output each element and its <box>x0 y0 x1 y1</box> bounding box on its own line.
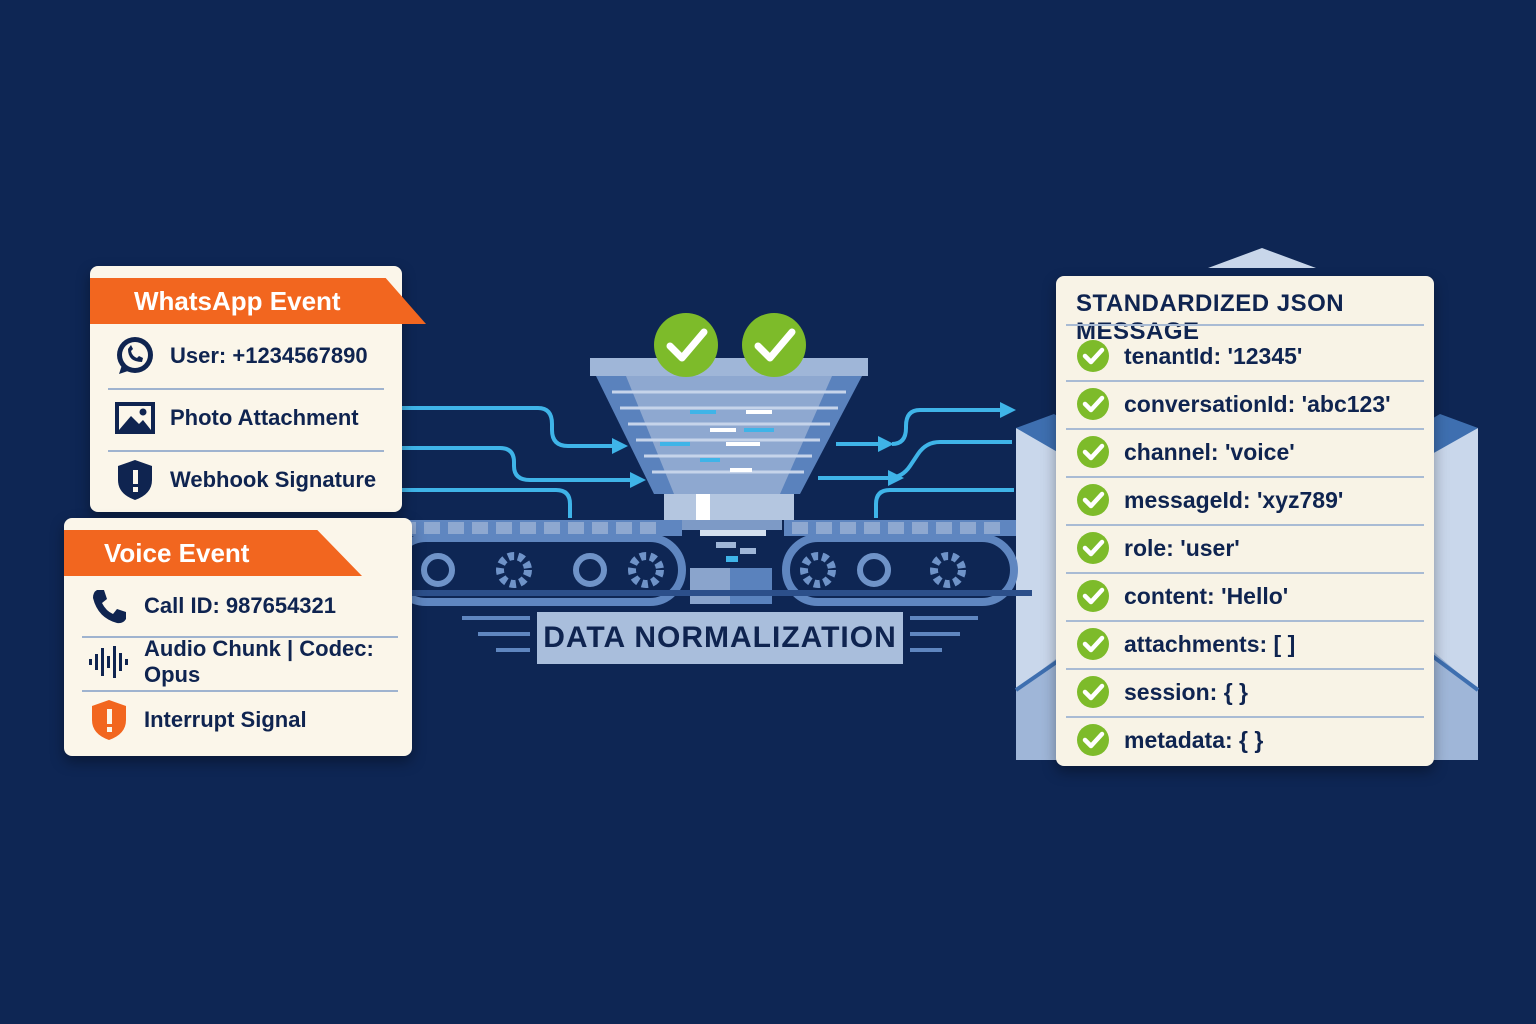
voice-interrupt-label: Interrupt Signal <box>144 707 307 732</box>
json-field-row: content: 'Hello' <box>1076 574 1288 618</box>
voice-call-row: Call ID: 987654321 <box>86 584 406 628</box>
json-field-text: channel: 'voice' <box>1124 438 1295 465</box>
whatsapp-icon <box>112 333 158 379</box>
voice-event-header: Voice Event <box>64 530 362 576</box>
audio-wave-icon <box>86 639 132 685</box>
conveyor-right <box>782 520 1018 606</box>
whatsapp-user-label: User: +1234567890 <box>170 343 368 368</box>
input-flow-arrows <box>402 406 630 518</box>
whatsapp-photo-row: Photo Attachment <box>112 396 392 440</box>
voice-event-title: Voice Event <box>104 537 250 568</box>
check-circle-icon <box>1077 724 1109 756</box>
check-circle-icon <box>1077 484 1109 516</box>
divider <box>1066 428 1424 430</box>
whatsapp-signature-row: Webhook Signature <box>112 458 392 502</box>
voice-call-label: Call ID: 987654321 <box>144 593 337 618</box>
divider <box>1066 620 1424 622</box>
gear-icon <box>930 552 966 588</box>
json-field-row: metadata: { } <box>1076 718 1263 762</box>
divider <box>1066 380 1424 382</box>
arrow-heads-left <box>612 438 646 488</box>
json-message-card: STANDARDIZED JSON MESSAGE tenantId: '123… <box>1056 276 1434 766</box>
voice-event-card: Voice Event Call ID: 987654321 <box>64 518 412 756</box>
check-circle-icon <box>1077 340 1109 372</box>
whatsapp-signature-label: Webhook Signature <box>170 467 377 492</box>
whatsapp-user-row: User: +1234567890 <box>112 334 392 378</box>
json-field-text: tenantId: '12345' <box>1124 342 1303 369</box>
divider <box>108 388 384 390</box>
speed-lines <box>412 590 1032 652</box>
shield-icon <box>112 457 158 503</box>
whatsapp-photo-label: Photo Attachment <box>170 405 359 430</box>
gear-icon <box>496 552 532 588</box>
json-field-row: role: 'user' <box>1076 526 1240 570</box>
divider <box>1066 324 1424 326</box>
check-circle-icon <box>1077 676 1109 708</box>
data-normalization-label: DATA NORMALIZATION <box>537 612 903 664</box>
divider <box>82 690 398 692</box>
voice-interrupt-row: Interrupt Signal <box>86 698 406 742</box>
json-field-row: attachments: [ ] <box>1076 622 1295 666</box>
divider <box>1066 524 1424 526</box>
funnel-icon <box>590 358 868 604</box>
divider <box>1066 476 1424 478</box>
whatsapp-event-header: WhatsApp Event <box>90 278 426 324</box>
check-circle-icon <box>1077 436 1109 468</box>
conveyor-left <box>390 520 686 606</box>
json-field-row: conversationId: 'abc123' <box>1076 382 1391 426</box>
json-field-row: session: { } <box>1076 670 1248 714</box>
json-field-text: session: { } <box>1124 678 1248 705</box>
check-circle-icon <box>1077 388 1109 420</box>
phone-icon <box>86 583 132 629</box>
whatsapp-event-card: WhatsApp Event User: +1234567890 <box>90 266 426 512</box>
json-field-text: metadata: { } <box>1124 726 1264 753</box>
check-circle-icon <box>1077 628 1109 660</box>
whatsapp-event-title: WhatsApp Event <box>134 285 341 316</box>
gear-icon <box>800 552 836 588</box>
divider <box>1066 668 1424 670</box>
check-circle-icon <box>654 313 718 377</box>
divider <box>82 636 398 638</box>
alert-shield-icon <box>86 697 132 743</box>
voice-audio-row: Audio Chunk | Codec: Opus <box>86 636 406 687</box>
json-field-text: role: 'user' <box>1124 534 1240 561</box>
json-field-text: attachments: [ ] <box>1124 630 1296 657</box>
json-field-text: content: 'Hello' <box>1124 582 1289 609</box>
divider <box>1066 572 1424 574</box>
divider <box>1066 716 1424 718</box>
divider <box>108 450 384 452</box>
voice-audio-label: Audio Chunk | Codec: Opus <box>144 636 374 687</box>
json-field-text: conversationId: 'abc123' <box>1124 390 1391 417</box>
gear-icon <box>628 552 664 588</box>
json-field-row: tenantId: '12345' <box>1076 334 1302 378</box>
arrow-heads-right <box>878 402 1016 486</box>
json-field-text: messageId: 'xyz789' <box>1124 486 1344 513</box>
photo-icon <box>112 395 158 441</box>
check-circle-icon <box>742 313 806 377</box>
check-circle-icon <box>1077 580 1109 612</box>
check-circle-icon <box>1077 532 1109 564</box>
output-flow-arrows <box>818 408 1014 518</box>
json-field-row: messageId: 'xyz789' <box>1076 478 1343 522</box>
json-field-row: channel: 'voice' <box>1076 430 1295 474</box>
